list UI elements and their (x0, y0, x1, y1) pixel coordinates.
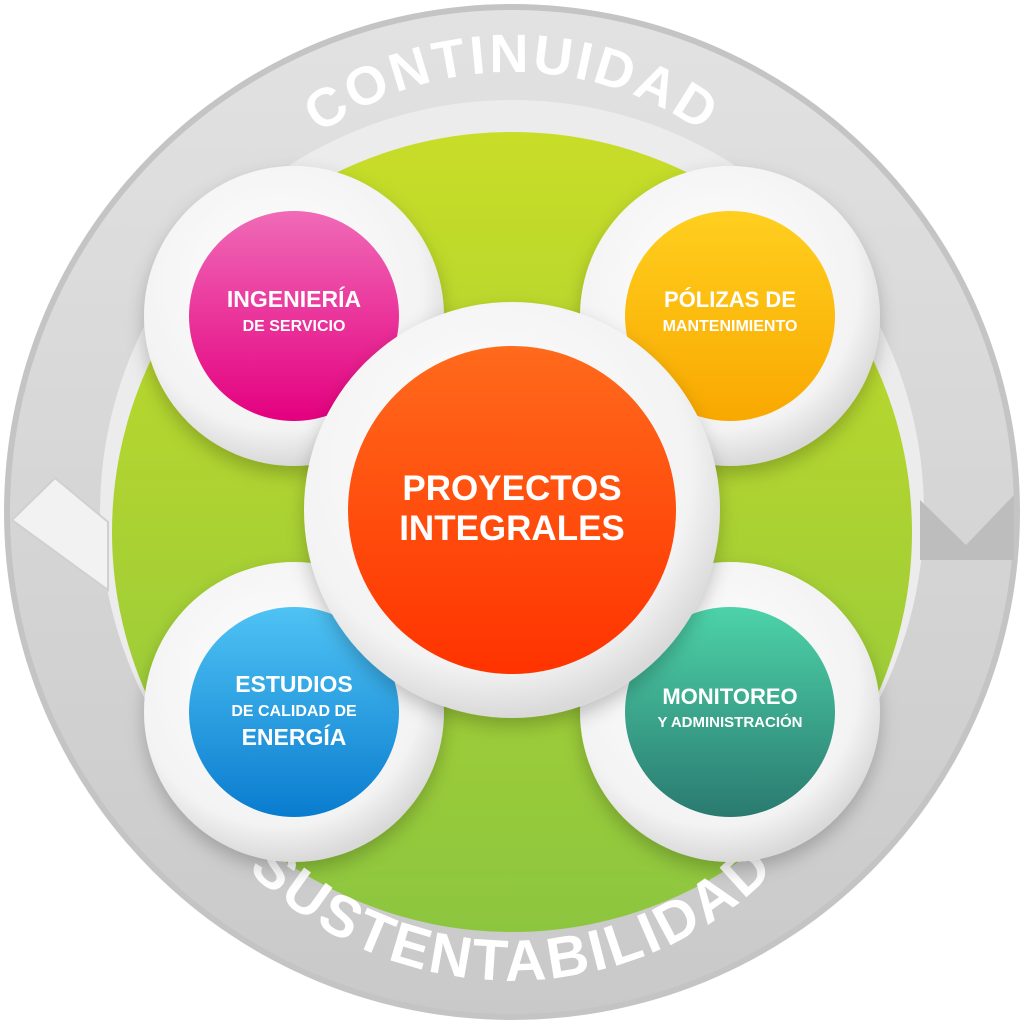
node-ingenieria: INGENIERÍA DE SERVICIO (144, 166, 444, 466)
node-estudios-title-2: ENERGÍA (242, 723, 347, 750)
node-monitoreo-subtitle: Y ADMINISTRACIÓN (657, 713, 802, 731)
node-polizas-disc (625, 211, 835, 421)
node-monitoreo-title: MONITOREO (662, 684, 797, 709)
right-arrow-chevron (920, 495, 1014, 560)
node-monitoreo-disc (625, 607, 835, 817)
node-center-title-line1: PROYECTOS (402, 469, 621, 508)
node-estudios-subtitle: DE CALIDAD DE (231, 703, 357, 720)
node-center-title-line2: INTEGRALES (399, 509, 625, 548)
node-estudios-title: ESTUDIOS (235, 671, 353, 697)
node-center: PROYECTOS INTEGRALES (304, 302, 720, 718)
left-arrow-chevron (10, 476, 109, 592)
node-polizas-title: PÓLIZAS DE (664, 287, 796, 312)
node-polizas-subtitle: MANTENIMIENTO (663, 318, 798, 335)
node-center-disc (348, 346, 676, 674)
node-ingenieria-disc (189, 211, 399, 421)
node-ingenieria-title: INGENIERÍA (227, 285, 361, 312)
node-ingenieria-subtitle: DE SERVICIO (243, 318, 346, 335)
node-estudios-disc (189, 607, 399, 817)
